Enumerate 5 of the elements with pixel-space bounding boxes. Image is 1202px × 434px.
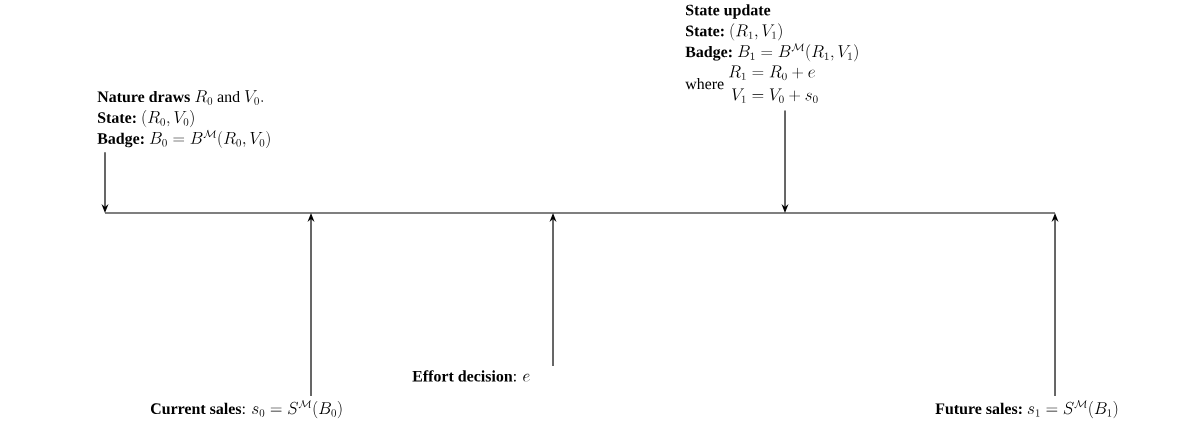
- event-text: $\textbf{Effort decision}\text{: } e$: [412, 370, 530, 382]
- event-text: $\textbf{Nature draws } R_0 \text{ and } V_0.$ $\textbf{State:}\ (R_0,V_0)$ $\textbf{Badge:}\ B_0 = B^{\mathcal{M}}(R_0,V_0)$: [97, 90, 270, 149]
- event-text: $\textbf{State update}$ $\textbf{State:}\ (R_1,V_1)$ $\textbf{Badge:}\ B_1 = B^{\mathcal{M}}(R_1,V_1)$ $\text{where }\begin{aligned}R_1 &= R_0 + e\\ V_1 &= V_0 + s_0\end{aligned}$: [685, 4, 858, 104]
- event-text: $\textbf{Future sales:}\ s_1 = S^{\mathcal{M}}(B_1)$: [935, 399, 1118, 419]
- event-text: $\textbf{Current sales}\text{: } s_0 = S^{\mathcal{M}}(B_0)$: [151, 399, 342, 419]
